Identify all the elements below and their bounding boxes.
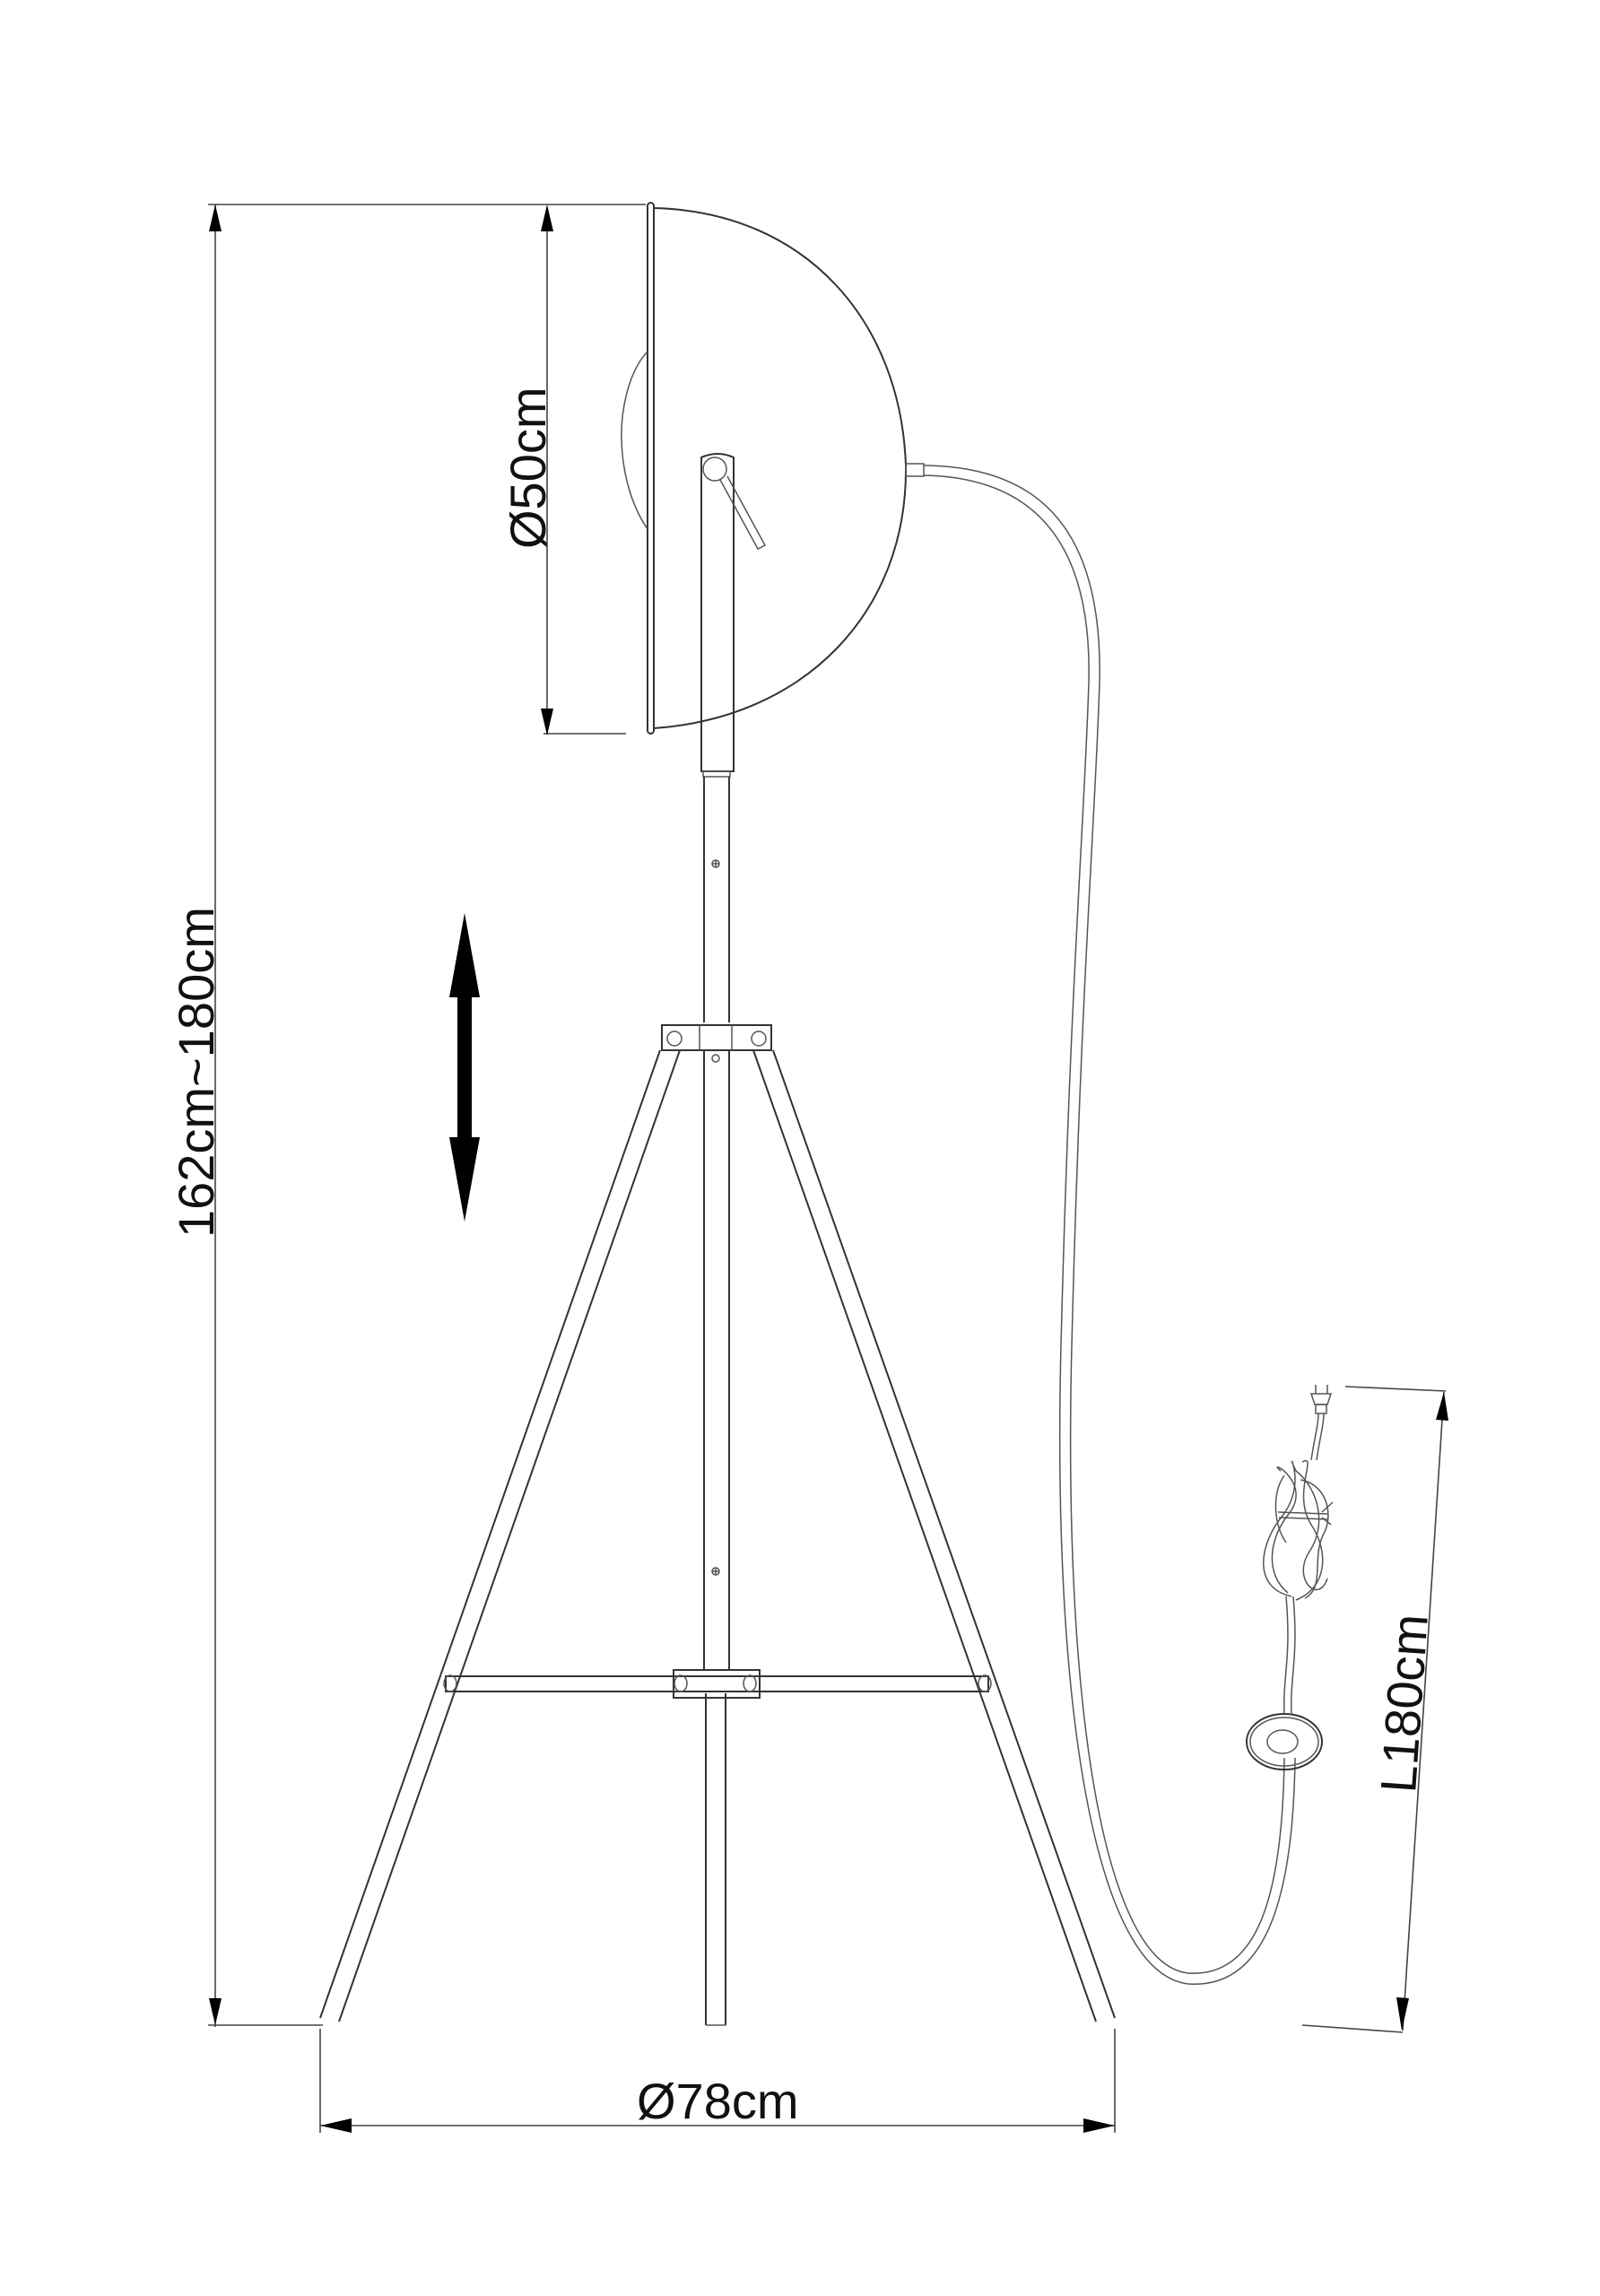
arrowhead-icon [1396,1997,1409,2031]
base-diameter-label: Ø78cm [637,2073,799,2129]
cable-length-dimension: L180cm [1301,1386,1448,2033]
base-diameter-dimension: Ø78cm [319,2029,1116,2133]
height-adjust-arrow-icon [449,913,480,1222]
tripod-collar [661,1024,772,1051]
power-cable [923,465,1334,1985]
spreader-bar [443,1669,992,1699]
shade-diameter-dimension: Ø50cm [500,204,626,735]
height-label: 162cm~180cm [168,907,224,1238]
central-pole [702,770,731,2026]
shade-diameter-label: Ø50cm [500,387,556,550]
arrowhead-icon [209,1998,222,2025]
arrowhead-icon [209,204,222,231]
cable-length-label: L180cm [1370,1613,1439,1795]
height-dimension: 162cm~180cm [168,204,646,2027]
arrowhead-icon [1436,1392,1448,1421]
tripod-legs [319,1049,1116,2022]
arrowhead-icon [541,204,553,231]
lamp-shade [621,202,925,735]
plug-icon [1309,1385,1333,1414]
arrowhead-icon [541,709,553,735]
lamp-pole-head [700,453,767,772]
arrowhead-icon [1083,2118,1115,2133]
arrowhead-icon [320,2118,352,2133]
coiled-cable-icon [1263,1460,1328,1597]
